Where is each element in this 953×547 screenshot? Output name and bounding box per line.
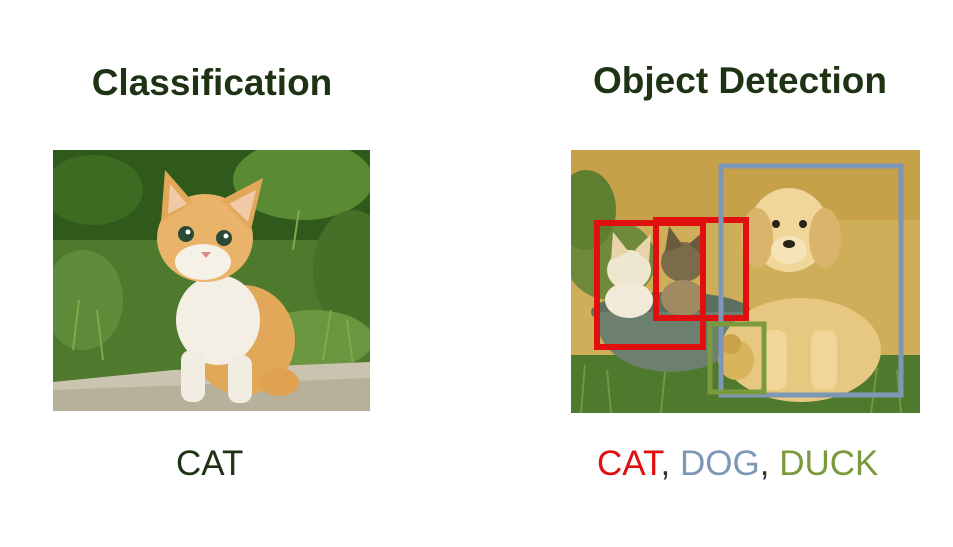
label-separator: , xyxy=(759,444,770,483)
detection-label-duck: DUCK xyxy=(779,444,879,483)
label-separator: , xyxy=(660,444,671,483)
detection-label-cat: CAT xyxy=(597,444,661,483)
kitten-photo xyxy=(53,150,370,411)
cat-bounding-box xyxy=(653,217,749,321)
detection-labels: CAT, DOG, DUCK xyxy=(597,444,878,484)
dog-bounding-box xyxy=(718,163,904,398)
duck-bounding-box xyxy=(707,321,767,395)
detection-label-dog: DOG xyxy=(680,444,760,483)
detection-scene-photo xyxy=(571,150,920,413)
cat-bounding-box xyxy=(594,220,706,350)
classification-title: Classification xyxy=(91,62,333,103)
object-detection-title: Object Detection xyxy=(593,60,887,101)
classification-label: CAT xyxy=(176,444,244,483)
